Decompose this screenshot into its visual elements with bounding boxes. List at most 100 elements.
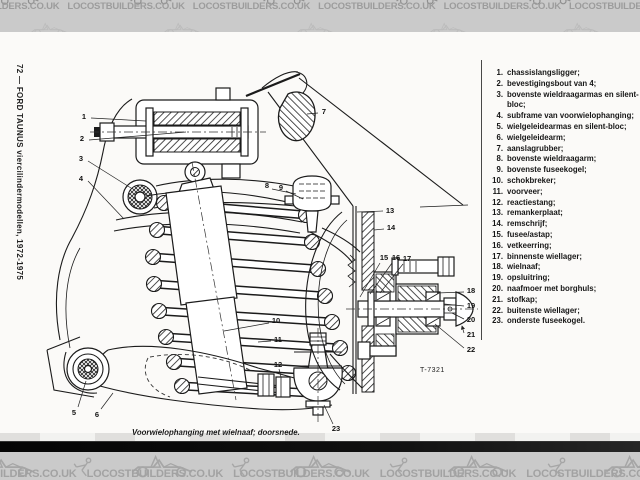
- part-number: 21.: [492, 294, 503, 304]
- upper-ball-joint: [284, 175, 361, 263]
- callout-23: 23: [323, 404, 340, 433]
- locost-car-logo-icon: [30, 16, 68, 32]
- watermark-text: LOCOSTBUILDERS.CO.UK: [233, 468, 370, 480]
- callout-3: 3: [79, 154, 132, 189]
- parts-list-item: 1. chassislangsligger;: [487, 68, 639, 79]
- callout-7: 7: [306, 107, 326, 116]
- watermark-text: LOCOSTBUILDERS.CO.UK: [568, 1, 640, 12]
- svg-text:13: 13: [386, 206, 394, 215]
- callout-13: 13: [356, 206, 394, 215]
- locost-car-logo-icon: [429, 16, 467, 32]
- parts-list-item: 16. vetkeerring;: [487, 241, 639, 252]
- part-label: remankerplaat;: [507, 208, 563, 218]
- svg-text:7: 7: [322, 107, 326, 116]
- part-number: 5.: [496, 121, 503, 131]
- parts-list-item: 5. wielgeleidearmas en silent-bloc;: [487, 122, 639, 133]
- locost-car-logo-icon: [562, 16, 600, 32]
- part-label: remschrijf;: [507, 219, 548, 229]
- callout-21: 21: [460, 325, 475, 339]
- part-label: onderste fuseekogel.: [507, 316, 585, 326]
- part-label: stofkap;: [507, 294, 538, 304]
- parts-list-item: 8. bovenste wieldraagarm;: [487, 154, 639, 165]
- svg-text:15: 15: [380, 253, 388, 262]
- upper-arm-mount: [90, 87, 266, 179]
- part-number: 7.: [496, 143, 503, 153]
- parts-list-item: 4. subframe van voorwielophanging;: [487, 111, 639, 122]
- parts-list-item: 15. fusee/astap;: [487, 230, 639, 241]
- svg-text:17: 17: [403, 254, 411, 263]
- part-label: aanslagrubber;: [507, 143, 564, 153]
- callout-12: 12: [274, 360, 282, 378]
- callout-2: 2: [80, 131, 187, 143]
- lower-ball-joint: [293, 328, 363, 424]
- part-label: naafmoer met borghuls;: [507, 283, 597, 293]
- callout-8: 8: [265, 181, 297, 195]
- scan-smudge: [0, 433, 640, 441]
- watermark-logo-row-faint: [30, 16, 600, 32]
- svg-text:22: 22: [467, 345, 475, 354]
- part-label: schokbreker;: [507, 175, 556, 185]
- part-number: 9.: [496, 165, 503, 175]
- part-number: 11.: [492, 186, 503, 196]
- svg-text:4: 4: [79, 174, 84, 183]
- callout-14: 14: [373, 223, 396, 232]
- part-label: wielgeleidearm;: [507, 132, 566, 142]
- callout-9: 9: [279, 183, 304, 200]
- callout-18: 18: [436, 286, 475, 295]
- parts-list-item: 2. bevestigingsbout van 4;: [487, 79, 639, 90]
- lower-control-arm: [63, 345, 333, 411]
- parts-list-item: 9. bovenste fuseekogel;: [487, 165, 639, 176]
- parts-list-item: 23. onderste fuseekogel.: [487, 316, 639, 327]
- part-number: 12.: [492, 197, 503, 207]
- part-number: 13.: [492, 208, 503, 218]
- part-number: 1.: [496, 68, 503, 77]
- watermark-banner-bottom: LOCOSTBUILDERS.CO.UK LOCOSTBUILDERS.CO.UK…: [0, 452, 640, 480]
- watermark-text: LOCOSTBUILDERS.CO.UK: [318, 1, 436, 12]
- callout-1: 1: [82, 112, 147, 122]
- part-label: reactiestang;: [507, 197, 556, 207]
- svg-text:21: 21: [467, 330, 475, 339]
- callout-22: 22: [434, 323, 475, 354]
- callout-6: 6: [95, 392, 114, 419]
- part-number: 14.: [492, 219, 503, 229]
- parts-list-item: 19. opsluitring;: [487, 273, 639, 284]
- parts-list-item: 12. reactiestang;: [487, 198, 639, 209]
- part-number: 18.: [492, 262, 503, 272]
- upper-arm: [122, 178, 297, 215]
- parts-list-item: 7. aanslagrubber;: [487, 144, 639, 155]
- locost-car-logo-icon: [296, 16, 334, 32]
- parts-list-item: 3. bovenste wieldraagarmas en silent-blo…: [487, 90, 639, 112]
- part-number: 8.: [496, 154, 503, 164]
- callout-17: 17: [379, 254, 411, 294]
- watermark-text: LOCOSTBUILDERS.CO.UK: [86, 468, 224, 480]
- part-label: bovenste wieldraagarm;: [507, 154, 597, 164]
- parts-list-item: 6. wielgeleidearm;: [487, 133, 639, 144]
- part-label: wielgeleidearmas en silent-bloc;: [507, 121, 627, 131]
- svg-text:23: 23: [332, 424, 340, 433]
- part-number: 3.: [496, 89, 503, 99]
- locost-car-logo-icon: [163, 16, 201, 32]
- bump-stop: [277, 71, 316, 142]
- svg-text:1: 1: [82, 112, 86, 121]
- part-label: opsluitring;: [507, 273, 550, 283]
- part-number: 20.: [492, 283, 503, 293]
- callout-4: 4: [79, 174, 125, 220]
- reaction-rod: [197, 373, 291, 398]
- watermark-text: LOCOSTBUILDERS.CO.UK: [443, 1, 562, 12]
- part-label: voorveer;: [507, 186, 543, 196]
- part-number: 23.: [492, 316, 503, 326]
- parts-list-item: 11. voorveer;: [487, 187, 639, 198]
- watermark-text-row-bottom: LOCOSTBUILDERS.CO.UK LOCOSTBUILDERS.CO.UK…: [0, 468, 640, 480]
- callout-11: 11: [257, 335, 282, 344]
- svg-text:20: 20: [467, 315, 475, 324]
- svg-text:14: 14: [387, 223, 396, 232]
- part-label: subframe van voorwielophanging;: [507, 111, 634, 121]
- watermark-text: LOCOSTBUILDERS.CO.UK: [379, 468, 517, 480]
- part-number: 17.: [492, 251, 503, 261]
- part-number: 19.: [492, 273, 503, 283]
- part-label: fusee/astap;: [507, 229, 553, 239]
- part-label: bovenste wieldraagarmas en silent-bloc;: [507, 89, 639, 110]
- scan-black-bar: [0, 441, 640, 454]
- parts-list-item: 17. binnenste wiellager;: [487, 252, 639, 263]
